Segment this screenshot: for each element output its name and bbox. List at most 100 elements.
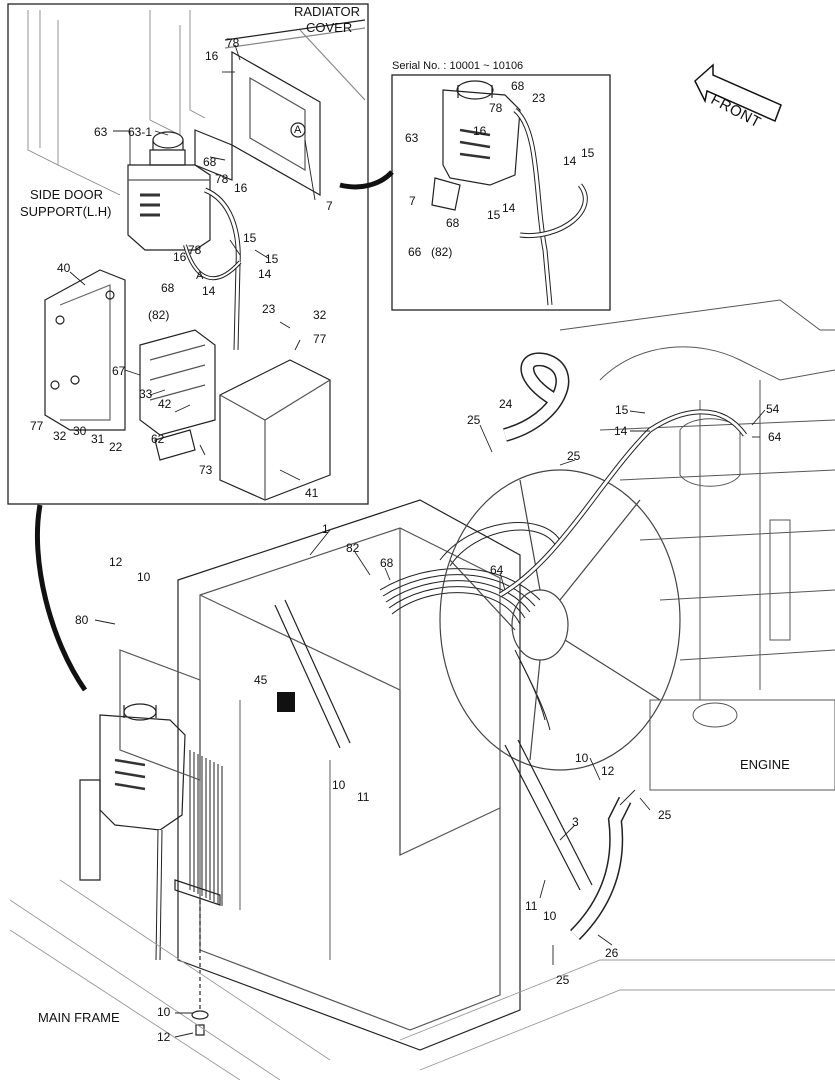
part-label: 68 <box>380 556 394 570</box>
part-label: 14 <box>258 267 272 281</box>
part-label: 54 <box>766 402 780 416</box>
part-label: 7 <box>326 199 333 213</box>
part-label: 14 <box>202 284 216 298</box>
fan-shroud <box>379 522 561 731</box>
part-label: 12 <box>601 764 615 778</box>
part-label: 15 <box>265 252 279 266</box>
part-label: 78 <box>215 172 229 186</box>
engine-block <box>559 299 835 791</box>
radiator-cover-caption-line2: COVER <box>306 20 353 35</box>
part-label: 78 <box>489 101 503 115</box>
part-label: 23 <box>532 91 546 105</box>
front-arrow-icon <box>694 63 782 123</box>
part-label: 73 <box>199 463 213 477</box>
part-label: 24 <box>499 397 513 411</box>
part-label: 25 <box>658 808 672 822</box>
part-label: 77 <box>30 419 44 433</box>
part-label: 82 <box>346 541 360 555</box>
part-label: 33 <box>139 387 153 401</box>
overflow-hose-54 <box>498 409 748 598</box>
part-label: 10 <box>332 778 346 792</box>
side-door-support <box>27 10 206 196</box>
inset-right-frame <box>391 74 611 311</box>
callout-curve-left <box>34 504 88 692</box>
stay-rod-3 <box>504 739 593 891</box>
part-label: 45 <box>254 673 268 687</box>
part-label: 64 <box>490 563 504 577</box>
part-label: 12 <box>109 555 123 569</box>
part-label: 68 <box>203 155 217 169</box>
part-label: (82) <box>431 245 453 259</box>
part-label: 68 <box>161 281 175 295</box>
reservoir-tank-right <box>431 80 521 211</box>
stay-rod-45 <box>274 599 351 749</box>
part-label: 42 <box>158 397 172 411</box>
part-label: 10 <box>157 1005 171 1019</box>
part-label: 25 <box>556 973 570 987</box>
part-label: 14 <box>502 201 516 215</box>
part-label: 80 <box>75 613 89 627</box>
hose-lines-right <box>513 108 588 306</box>
part-label: 77 <box>313 332 327 346</box>
part-label: 63-1 <box>128 125 153 139</box>
callout-curve-right <box>339 170 394 190</box>
part-label: 15 <box>615 403 629 417</box>
part-label: 32 <box>313 308 327 322</box>
part-label: 3 <box>572 815 579 829</box>
part-label: 78 <box>226 36 240 50</box>
part-label: 64 <box>768 430 782 444</box>
part-label: 15 <box>487 208 501 222</box>
part-label: 14 <box>614 424 628 438</box>
upper-hose-24 <box>502 352 570 442</box>
part-label: 67 <box>112 364 126 378</box>
part-label: 16 <box>473 124 487 138</box>
part-label: 12 <box>157 1030 171 1044</box>
callout-a-label: A <box>294 124 302 136</box>
reservoir-tank-left <box>127 131 211 251</box>
cover-41 <box>219 359 331 501</box>
leader-lines-main <box>94 409 766 1038</box>
part-label: 22 <box>109 440 123 454</box>
reservoir-tank-main <box>79 649 201 881</box>
part-label: 40 <box>57 261 71 275</box>
part-label: 23 <box>262 302 276 316</box>
part-label: 32 <box>53 429 67 443</box>
part-label: 14 <box>563 154 577 168</box>
part-label: 11 <box>525 899 538 913</box>
control-bracket-40 <box>44 269 126 431</box>
part-label: 78 <box>188 243 202 257</box>
part-label: 15 <box>243 231 257 245</box>
radiator-cover-plate <box>194 19 366 197</box>
valve-block <box>139 329 216 461</box>
radiator-cover-caption-line1: RADIATOR <box>294 4 360 19</box>
cooler-fins <box>189 750 223 906</box>
part-label: 66 <box>408 245 422 259</box>
part-label: 30 <box>73 424 87 438</box>
lower-hose-26 <box>569 796 632 940</box>
part-label: 16 <box>173 250 187 264</box>
cooling-fan <box>439 469 681 771</box>
part-label: 25 <box>567 449 581 463</box>
serial-number-caption: Serial No. : 10001 ~ 10106 <box>392 60 524 72</box>
part-label: 15 <box>581 146 595 160</box>
main-frame-caption: MAIN FRAME <box>38 1010 120 1025</box>
part-label: 10 <box>137 570 151 584</box>
part-label: 63 <box>405 131 419 145</box>
part-label: 16 <box>234 181 248 195</box>
part-label: 26 <box>605 946 619 960</box>
main-frame-rails <box>9 879 835 1080</box>
part-label: 25 <box>467 413 481 427</box>
engine-caption: ENGINE <box>740 757 790 772</box>
part-label: 68 <box>446 216 460 230</box>
part-label: (82) <box>148 308 170 322</box>
bottom-mount <box>174 879 221 1036</box>
part-label: 63 <box>94 125 108 139</box>
side-door-caption-line2: SUPPORT(L.H) <box>20 204 112 219</box>
inset-left-frame <box>7 3 369 505</box>
radiator-core <box>177 499 521 1051</box>
part-label: 7 <box>409 194 416 208</box>
part-label: 11 <box>357 790 370 804</box>
part-label: 1 <box>322 522 329 536</box>
part-label: 16 <box>205 49 219 63</box>
